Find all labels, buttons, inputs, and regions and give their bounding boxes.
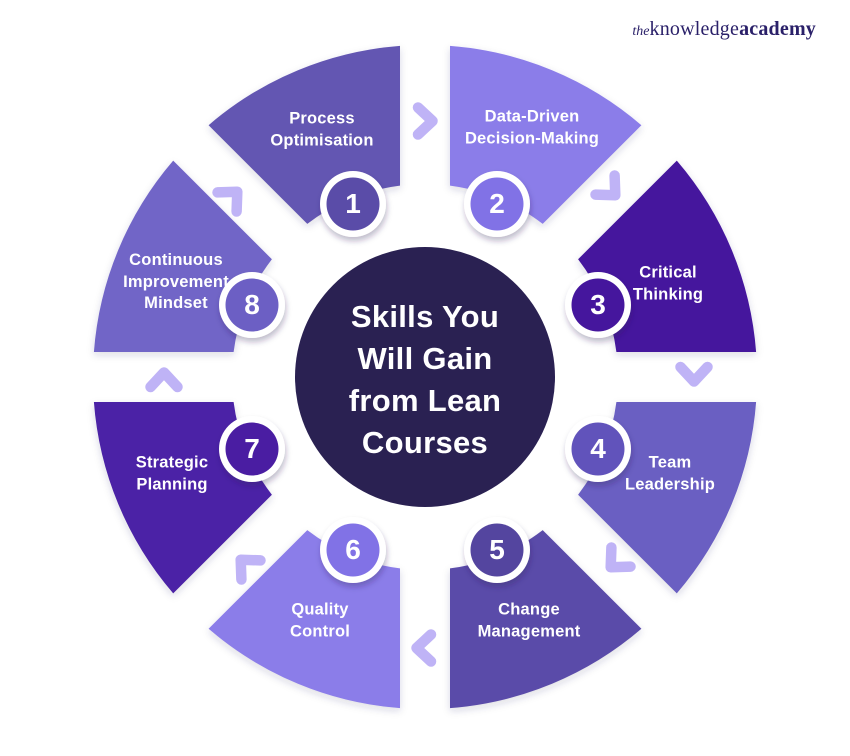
badge-6 (320, 517, 386, 583)
badge-2-number: 2 (489, 188, 505, 219)
arrow-1-to-2-icon (412, 102, 438, 140)
arrow-5-to-6-icon (411, 629, 437, 667)
badge-6-number: 6 (345, 534, 361, 565)
segment-3-label: Critical Thinking (548, 263, 788, 306)
title-line: from Lean (348, 383, 502, 418)
segment-8-label: Continuous Improvement Mindset (56, 250, 296, 315)
label-line: Management (477, 622, 581, 640)
label-line: Team (648, 453, 692, 472)
number-badges (219, 171, 631, 583)
badge-8 (219, 272, 285, 338)
badge-7-number: 7 (244, 433, 260, 464)
label-line: Quality (291, 600, 349, 619)
segment-2-label: Data-Driven Decision-Making (412, 107, 652, 150)
label-line: Strategic (135, 453, 209, 472)
arrow-6-to-7-icon (235, 554, 266, 585)
badge-1 (320, 171, 386, 237)
label-line: Change (498, 600, 560, 619)
badge-4 (565, 416, 631, 482)
center-circle (295, 247, 555, 507)
badge-5-number: 5 (489, 534, 505, 565)
flow-arrows (145, 102, 713, 667)
center-title: Skills You Will Gain from Lean Courses (295, 296, 555, 464)
badge-7 (219, 416, 285, 482)
badge-4-number: 4 (590, 433, 606, 464)
label-line: Planning (136, 475, 208, 493)
badge-5 (464, 517, 530, 583)
label-line: Thinking (632, 285, 704, 303)
segment-1-label: Process Optimisation (202, 109, 442, 152)
logo-knowledge: knowledge (649, 18, 740, 40)
title-line: Courses (361, 425, 489, 460)
badge-1-number: 1 (345, 188, 361, 219)
arrow-4-to-5-icon (605, 542, 636, 573)
label-line: Decision-Making (464, 129, 600, 147)
badge-8-number: 8 (244, 289, 260, 320)
arrow-8-to-1-icon (212, 186, 243, 217)
label-line: Data-Driven (484, 107, 580, 126)
brand-logo: theknowledgeacademy (632, 18, 816, 41)
badge-3-number: 3 (590, 289, 606, 320)
label-line: Process (289, 109, 355, 128)
label-line: Optimisation (270, 131, 374, 149)
label-line: Leadership (624, 475, 716, 493)
segment-5-label: Change Management (409, 600, 649, 643)
badge-2 (464, 171, 530, 237)
segment-4-label: Team Leadership (550, 453, 790, 496)
badge-3 (565, 272, 631, 338)
label-line: Control (289, 622, 351, 640)
label-line: Continuous (129, 250, 223, 269)
arrow-3-to-4-icon (675, 361, 713, 387)
title-line: Will Gain (357, 341, 493, 376)
segment-7-label: Strategic Planning (52, 453, 292, 496)
arrow-7-to-8-icon (145, 367, 183, 393)
logo-academy: academy (739, 18, 816, 40)
label-line: Critical (639, 263, 697, 282)
label-line: Improvement (123, 272, 229, 291)
logo-the: the (632, 24, 650, 39)
title-line: Skills You (350, 299, 500, 334)
label-line: Mindset (144, 293, 208, 312)
segment-6-label: Quality Control (200, 600, 440, 643)
arrow-2-to-3-icon (590, 170, 621, 201)
